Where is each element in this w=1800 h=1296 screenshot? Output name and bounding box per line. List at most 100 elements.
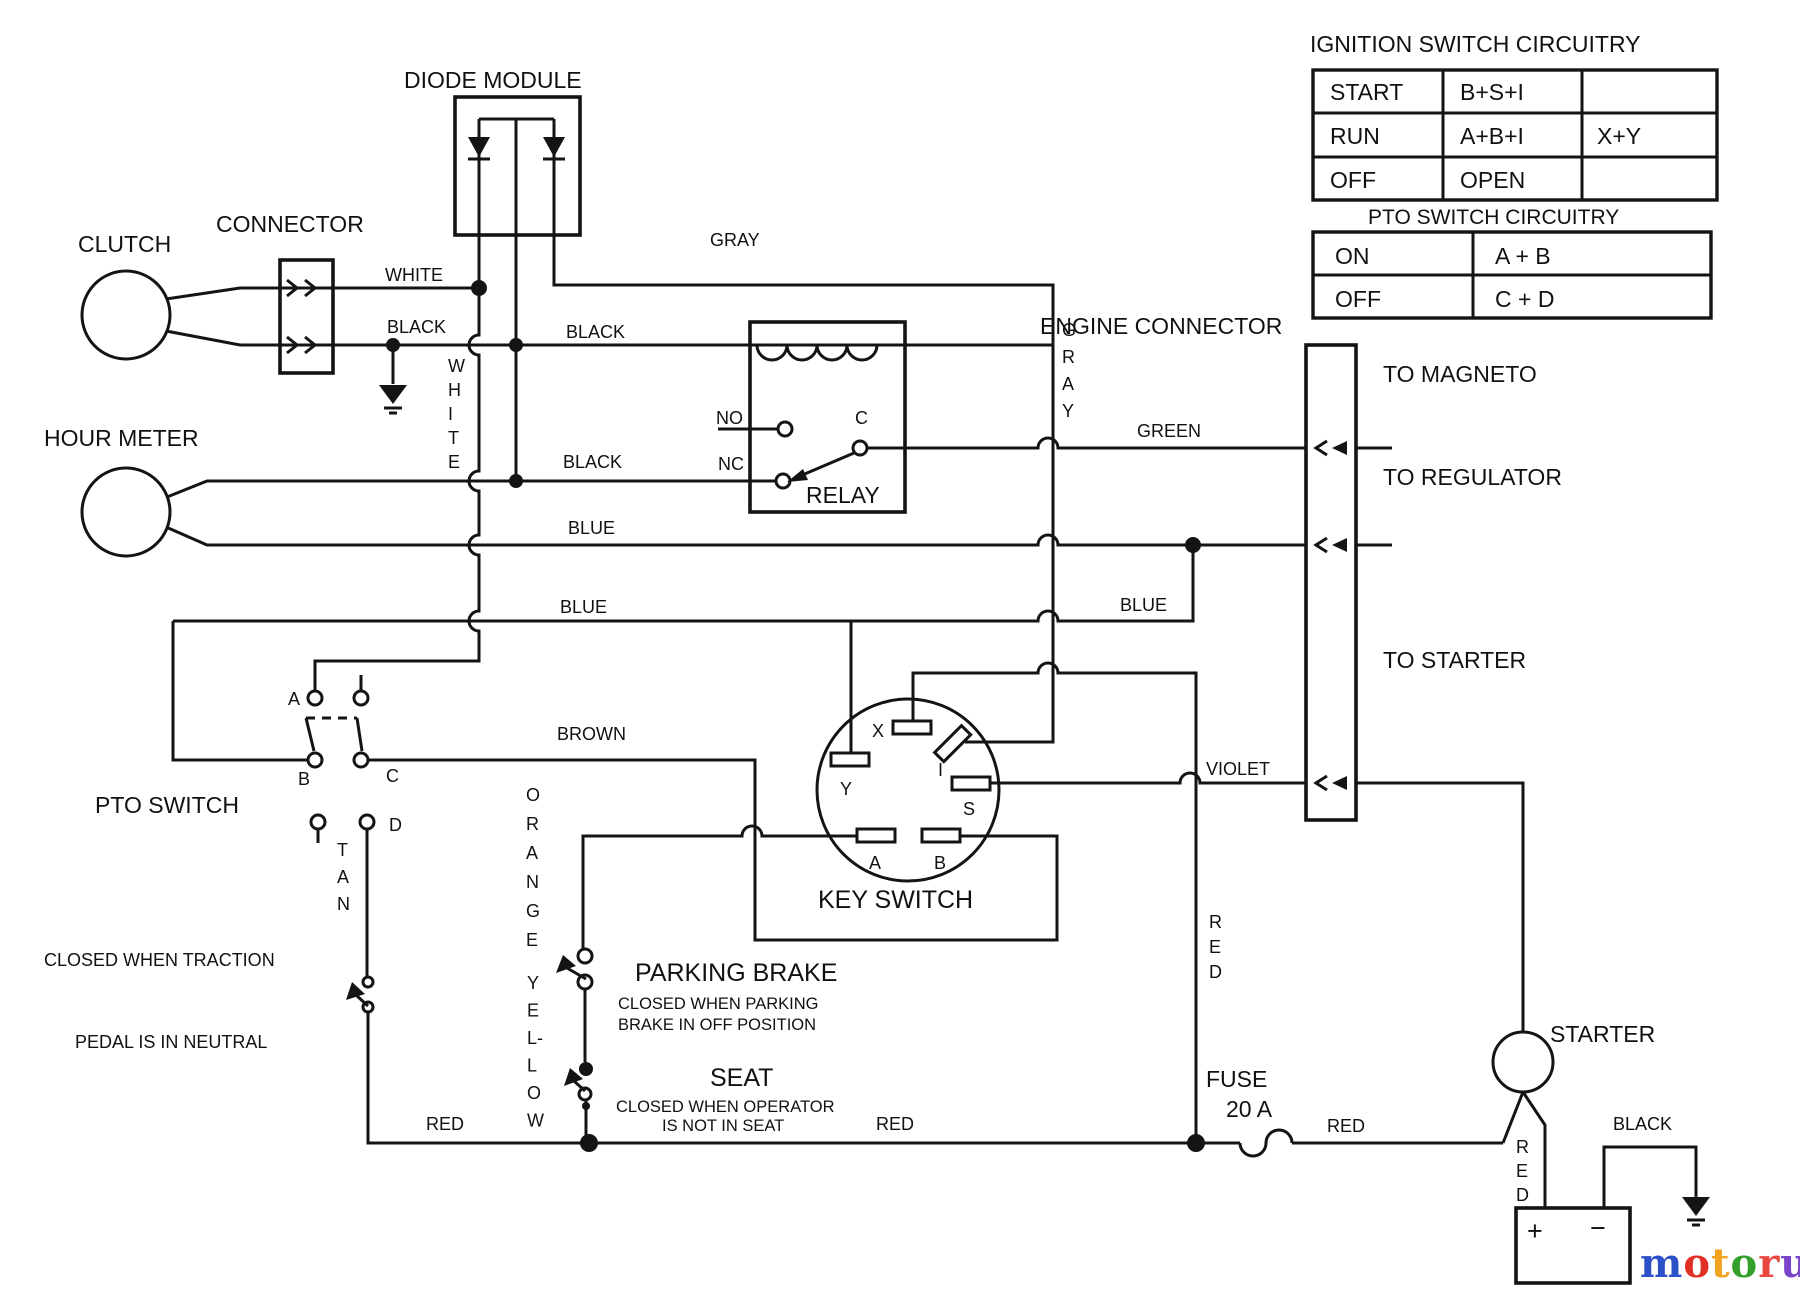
clutch-connector-pins (286, 278, 318, 355)
terminal-i-label: I (938, 760, 943, 780)
watermark-letter: o (1683, 1240, 1712, 1287)
wire-key-a (581, 824, 857, 949)
motoruf-watermark: motoruf.de (1640, 1240, 1800, 1287)
wire-red-main (366, 1012, 1240, 1145)
relay-arm (799, 451, 855, 478)
parking-note-1: CLOSED WHEN PARKING (618, 995, 818, 1013)
seat-junction-dot (579, 1062, 593, 1076)
traction-fixed-contact (361, 975, 375, 989)
pto-terminal-a2 (352, 689, 370, 707)
starter-lead-left (1501, 1091, 1525, 1144)
connector-label: CONNECTOR (216, 211, 364, 237)
battery-minus-label: − (1590, 1213, 1606, 1243)
wire-black-2 (166, 479, 776, 499)
diode-left-icon (468, 137, 490, 157)
terminal-b (920, 827, 962, 844)
terminal-y-label: Y (840, 779, 852, 799)
relay-arm-arrow-icon (787, 469, 808, 482)
chevron-left-icon (1313, 774, 1328, 792)
wire-label-brown: BROWN (557, 724, 626, 744)
table-cell: A + B (1495, 243, 1551, 269)
fuse-label: FUSE (1206, 1066, 1267, 1092)
wire-blue-regulator (165, 525, 1306, 547)
ground-ticks-clutch (384, 406, 402, 415)
watermark-letter: t (1711, 1240, 1731, 1287)
watermark-letter: o (1730, 1240, 1759, 1287)
seat-moving-contact (577, 1086, 593, 1102)
traction-note-2: PEDAL IS IN NEUTRAL (75, 1032, 267, 1052)
pto-terminal-b (306, 751, 324, 769)
traction-switch (346, 975, 375, 1014)
terminal-b-label: B (934, 853, 946, 873)
watermark-letter: r (1758, 1240, 1781, 1287)
clutch-connector-box (278, 258, 335, 375)
table-cell: RUN (1330, 123, 1380, 149)
seat-note-2: IS NOT IN SEAT (662, 1117, 784, 1135)
pto-terminal-a (306, 689, 324, 707)
watermark-letter: u (1780, 1240, 1800, 1287)
pto-switch-label: PTO SWITCH (95, 792, 239, 818)
chevron-right-icon (286, 278, 300, 298)
wire-label-black: BLACK (387, 317, 446, 337)
terminal-a-label: A (869, 853, 881, 873)
junction-fuse-red (1187, 1134, 1205, 1152)
relay-contacts (774, 420, 869, 490)
battery-plus-label: + (1527, 1216, 1543, 1246)
parking-brake-label: PARKING BRAKE (635, 959, 837, 987)
pto-terminal-c (352, 751, 370, 769)
wire-red-battery (1521, 1091, 1547, 1208)
chevron-right-icon (304, 278, 318, 298)
table-cell: OPEN (1460, 167, 1525, 193)
ignition-table-border (1311, 68, 1719, 202)
clutch-symbol (80, 269, 172, 361)
table-cell: OFF (1335, 286, 1381, 312)
engine-connector-pins (1313, 439, 1347, 792)
pto-c-label: C (386, 766, 399, 786)
chevron-left-icon (1313, 439, 1328, 457)
arrow-left-icon (1332, 441, 1347, 455)
table-cell: ON (1335, 243, 1370, 269)
table-cell: C + D (1495, 286, 1554, 312)
ignition-table: START B+S+I RUN A+B+I X+Y OFF OPEN (1311, 68, 1719, 202)
wire-label-black: BLACK (1613, 1114, 1672, 1134)
relay-c-label: C (855, 408, 868, 428)
relay-label: RELAY (806, 482, 880, 508)
table-cell: X+Y (1597, 123, 1641, 149)
terminal-x (891, 719, 933, 736)
traction-note-1: CLOSED WHEN TRACTION (44, 950, 275, 970)
wire-label-violet: VIOLET (1206, 759, 1270, 779)
wire-green (867, 436, 1306, 450)
ground-icon-battery (1682, 1197, 1710, 1216)
junction-diode-black1 (509, 338, 523, 352)
fuse-rating-label: 20 A (1226, 1096, 1273, 1122)
clutch-label: CLUTCH (78, 231, 171, 257)
wire-pto-b-loop (171, 621, 308, 762)
seat-note-1: CLOSED WHEN OPERATOR (616, 1098, 835, 1116)
ground-ticks-battery (1687, 1218, 1705, 1227)
parking-note-2: BRAKE IN OFF POSITION (618, 1016, 816, 1034)
parking-arm (566, 966, 587, 981)
junction-seat-red (580, 1134, 598, 1152)
ignition-table-title: IGNITION SWITCH CIRCUITRY (1310, 31, 1641, 57)
ignition-table-grid (1313, 70, 1717, 200)
key-switch-label: KEY SWITCH (818, 886, 973, 914)
relay-coil (755, 344, 879, 362)
pto-terminal-d2 (309, 813, 327, 831)
diode-module-label: DIODE MODULE (404, 67, 582, 93)
table-cell: OFF (1330, 167, 1376, 193)
parking-fixed-contact (576, 947, 594, 965)
wire-label-black: BLACK (563, 452, 622, 472)
diode-right-icon (543, 137, 565, 157)
traction-arm (354, 993, 370, 1008)
battery-box (1514, 1206, 1632, 1285)
wire-x-red-feed (911, 661, 1198, 1143)
wire-white (165, 286, 479, 301)
chevron-left-icon (1313, 536, 1328, 554)
watermark-letter: m (1640, 1240, 1684, 1287)
wire-label-black: BLACK (566, 322, 625, 342)
wire-label-green: GREEN (1137, 421, 1201, 441)
